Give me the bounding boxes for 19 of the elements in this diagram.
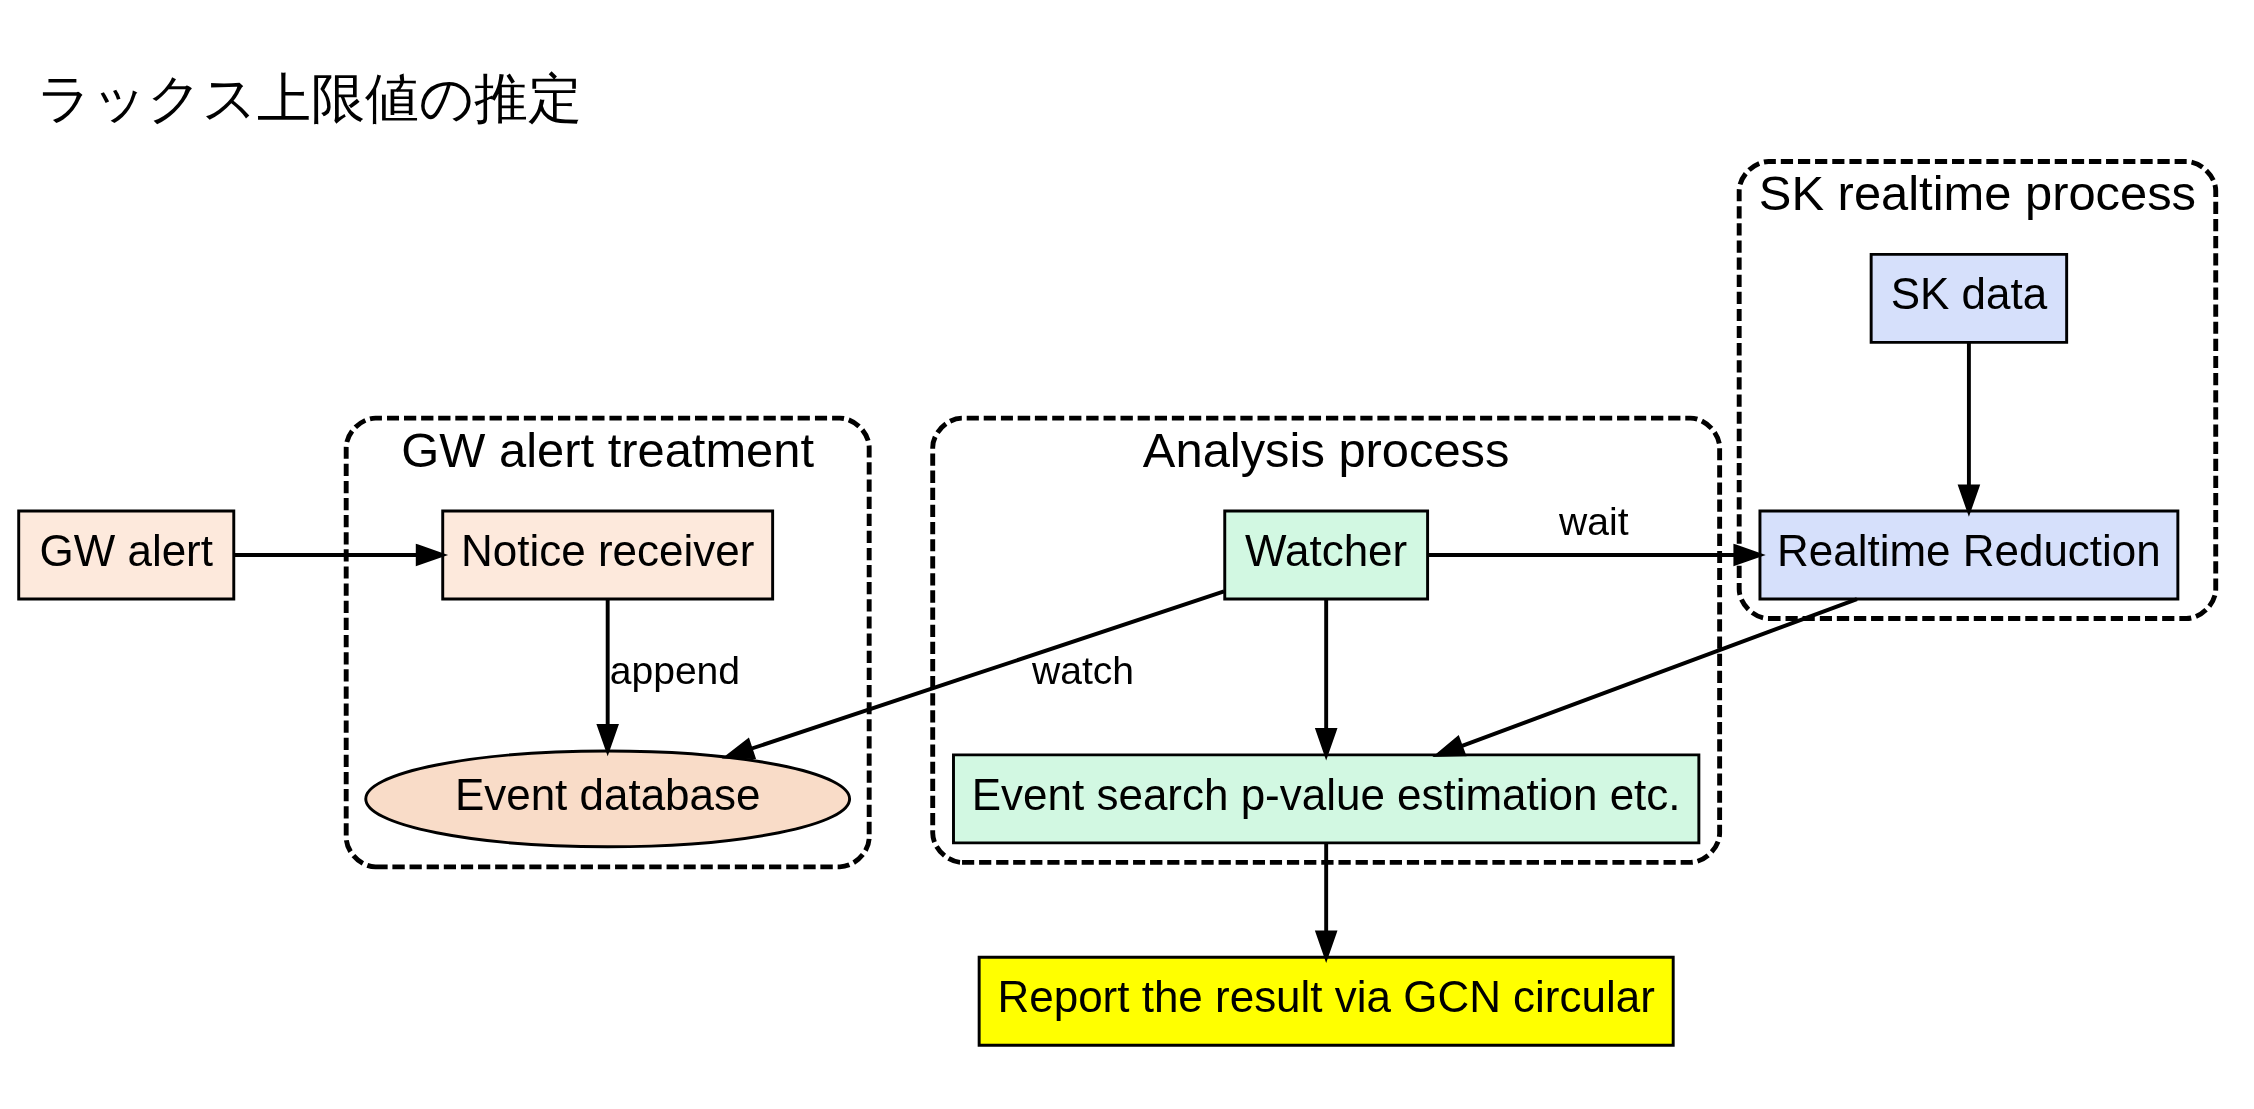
node-box: SK data	[1869, 252, 2069, 344]
node-box: Watcher	[1223, 509, 1430, 601]
arrow	[234, 543, 449, 567]
arrow	[1314, 599, 1338, 761]
diagram-title: ラックス上限値の推定	[37, 67, 583, 128]
node-box: Realtime Reduction	[1758, 509, 2180, 601]
arrow	[596, 599, 619, 757]
node-box: GW alert	[17, 509, 236, 601]
node-box: Notice receiver	[441, 509, 775, 601]
node-box: Event search p-value estimation etc.	[952, 753, 1701, 845]
arrow	[1957, 342, 1981, 517]
node-box: Report the result via GCN circular	[977, 955, 1675, 1047]
edge-label: wait	[1559, 499, 1629, 543]
node-ellipse: Event database	[364, 749, 852, 849]
edge-label: watch	[1031, 649, 1135, 693]
arrow	[1428, 543, 1766, 567]
arrow	[721, 589, 1225, 759]
edge-label: append	[609, 649, 741, 693]
arrow	[1314, 843, 1338, 963]
